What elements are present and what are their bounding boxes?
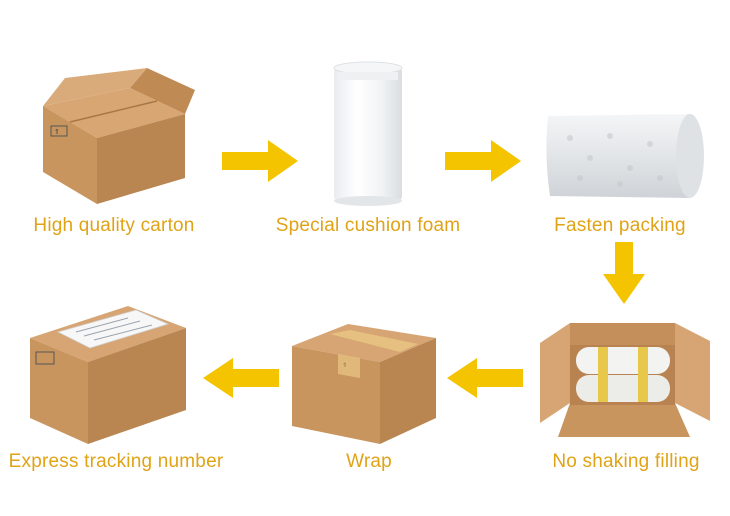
right-arrow-icon: [222, 140, 298, 182]
open-box-with-rolls-icon: [530, 315, 715, 445]
step-label-foam: Special cushion foam: [276, 215, 461, 237]
left-arrow-icon: [203, 358, 279, 398]
foam-roll-icon: [328, 58, 408, 208]
svg-text:⇑: ⇑: [54, 128, 60, 136]
svg-text:⇑: ⇑: [342, 362, 347, 369]
step-label-fasten: Fasten packing: [554, 215, 686, 237]
closed-carton-icon: ⇑: [35, 68, 195, 208]
right-arrow-icon: [445, 140, 521, 182]
step-label-filling: No shaking filling: [552, 451, 699, 473]
labeled-box-icon: [28, 298, 188, 446]
step-label-wrap: Wrap: [346, 451, 392, 473]
down-arrow-icon: [603, 242, 645, 304]
step-label-carton: High quality carton: [33, 215, 194, 237]
step-label-tracking: Express tracking number: [9, 451, 224, 473]
taped-box-icon: ⇑: [290, 318, 440, 446]
left-arrow-icon: [447, 358, 523, 398]
wrapped-foam-icon: [540, 108, 710, 204]
